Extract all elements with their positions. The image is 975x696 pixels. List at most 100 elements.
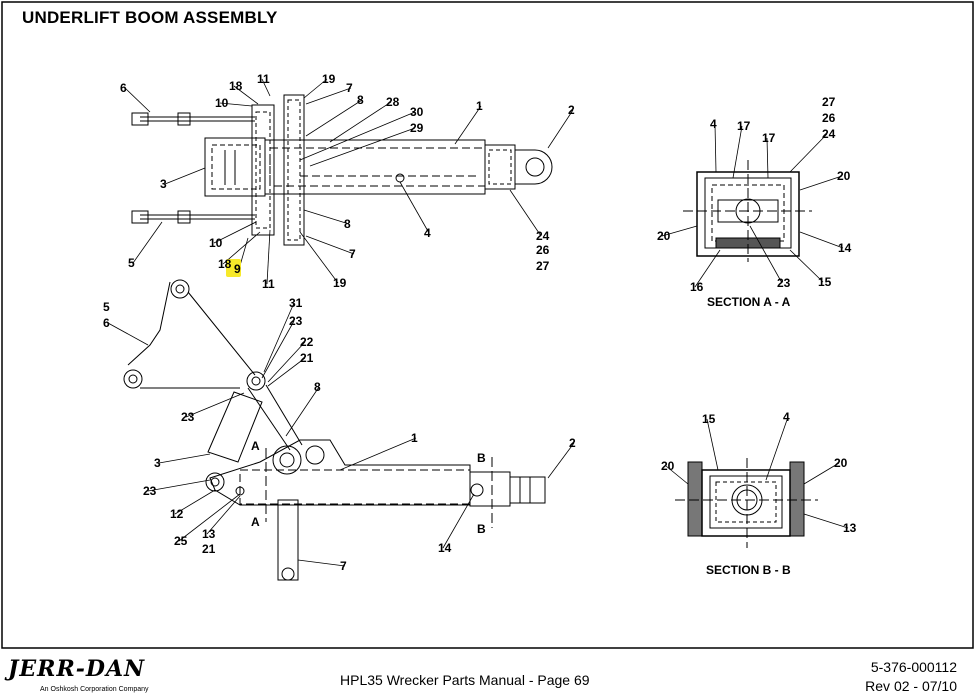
callout-23: 23	[289, 314, 303, 328]
callout-leader	[789, 133, 828, 173]
footer-manual-page: HPL35 Wrecker Parts Manual - Page 69	[340, 672, 590, 688]
callout-leader	[442, 493, 475, 549]
callout-30: 30	[410, 105, 424, 119]
callout-leader	[178, 493, 241, 542]
callout-leader	[303, 209, 350, 225]
callout-leader	[213, 221, 257, 244]
page-title: UNDERLIFT BOOM ASSEMBLY	[22, 8, 278, 27]
callout-leader	[263, 302, 295, 373]
callout-9: 9	[234, 262, 241, 276]
callout-leader	[305, 235, 355, 255]
callout-leader	[789, 249, 824, 283]
callout-22: 22	[300, 335, 314, 349]
callout-3: 3	[160, 177, 167, 191]
callout-17: 17	[762, 131, 776, 145]
callout-18: 18	[218, 257, 232, 271]
callout-15: 15	[818, 275, 832, 289]
callout-28: 28	[386, 95, 400, 109]
callout-leader	[803, 462, 840, 485]
callout-leader	[261, 78, 271, 97]
callout-leader	[732, 125, 743, 179]
callout-leader	[206, 495, 241, 535]
callout-27: 27	[536, 259, 550, 273]
page-border	[1, 1, 974, 649]
callout-12: 12	[170, 507, 184, 521]
callout-2: 2	[568, 103, 575, 117]
callout-leader	[299, 231, 339, 284]
callout-leader	[285, 386, 320, 437]
callout-20: 20	[837, 169, 851, 183]
side-view	[123, 279, 546, 581]
callout-8: 8	[344, 217, 351, 231]
callout-3: 3	[154, 456, 161, 470]
callout-26: 26	[536, 243, 550, 257]
callout-leader	[749, 225, 783, 284]
callout-leader	[305, 99, 363, 137]
callout-leader	[694, 249, 721, 288]
callout-leader	[267, 357, 306, 387]
callout-20: 20	[834, 456, 848, 470]
callout-leader	[107, 322, 149, 346]
callout-6: 6	[103, 316, 110, 330]
callout-leader	[714, 123, 717, 173]
callout-leader	[233, 85, 259, 105]
callout-leader	[261, 320, 295, 379]
callout-18: 18	[229, 79, 243, 93]
callout-24: 24	[822, 127, 836, 141]
callout-23: 23	[143, 484, 157, 498]
callout-leader	[766, 137, 769, 179]
callout-leader	[164, 167, 206, 185]
callout-leader	[132, 221, 163, 264]
footer-doc-number: 5-376-000112	[870, 659, 957, 675]
callout-19: 19	[322, 72, 336, 86]
callout-14: 14	[438, 541, 452, 555]
section-bb-caption: SECTION B - B	[706, 563, 791, 577]
callout-19: 19	[333, 276, 347, 290]
callout-23: 23	[777, 276, 791, 290]
callout-leader	[222, 231, 261, 265]
section-aa-drawing	[683, 160, 812, 262]
callout-7: 7	[349, 247, 356, 261]
footer-revision: Rev 02 - 07/10	[865, 678, 957, 694]
callout-leader	[547, 109, 574, 149]
section-bb-drawing	[675, 458, 818, 548]
callout-24: 24	[536, 229, 550, 243]
callout-1: 1	[411, 431, 418, 445]
callout-2: 2	[569, 436, 576, 450]
footer-doc-info: 5-376-000112 Rev 02 - 07/10	[865, 658, 957, 696]
callout-leaders	[107, 78, 849, 567]
brand-logo: JERR-DAN An Oshkosh Corporation Company	[8, 656, 149, 693]
callout-1: 1	[476, 99, 483, 113]
callout-10: 10	[215, 96, 229, 110]
brand-name: JERR-DAN	[8, 656, 146, 682]
callout-15: 15	[702, 412, 716, 426]
callout-leader	[185, 392, 245, 418]
callout-23: 23	[181, 410, 195, 424]
callout-5: 5	[103, 300, 110, 314]
callout-leader	[799, 231, 844, 249]
callout-leader	[219, 102, 253, 107]
callout-4: 4	[710, 117, 717, 131]
callout-leader	[547, 442, 575, 479]
callout-25: 25	[174, 534, 188, 548]
callout-27: 27	[822, 95, 836, 109]
callout-leader	[661, 225, 698, 237]
callout-leader	[158, 453, 211, 464]
callout-leader	[509, 189, 542, 237]
callout-29: 29	[410, 121, 424, 135]
callout-8: 8	[314, 380, 321, 394]
callout-21: 21	[300, 351, 314, 365]
callout-leader	[329, 101, 392, 143]
callout-leader	[803, 513, 849, 529]
callout-13: 13	[843, 521, 857, 535]
callout-leader	[399, 181, 430, 234]
callout-17: 17	[737, 119, 751, 133]
callout-leader	[147, 479, 211, 492]
section-aa-caption: SECTION A - A	[707, 295, 791, 309]
callout-leader	[454, 105, 482, 145]
callout-14: 14	[838, 241, 852, 255]
section-marker-a: A	[251, 439, 260, 453]
